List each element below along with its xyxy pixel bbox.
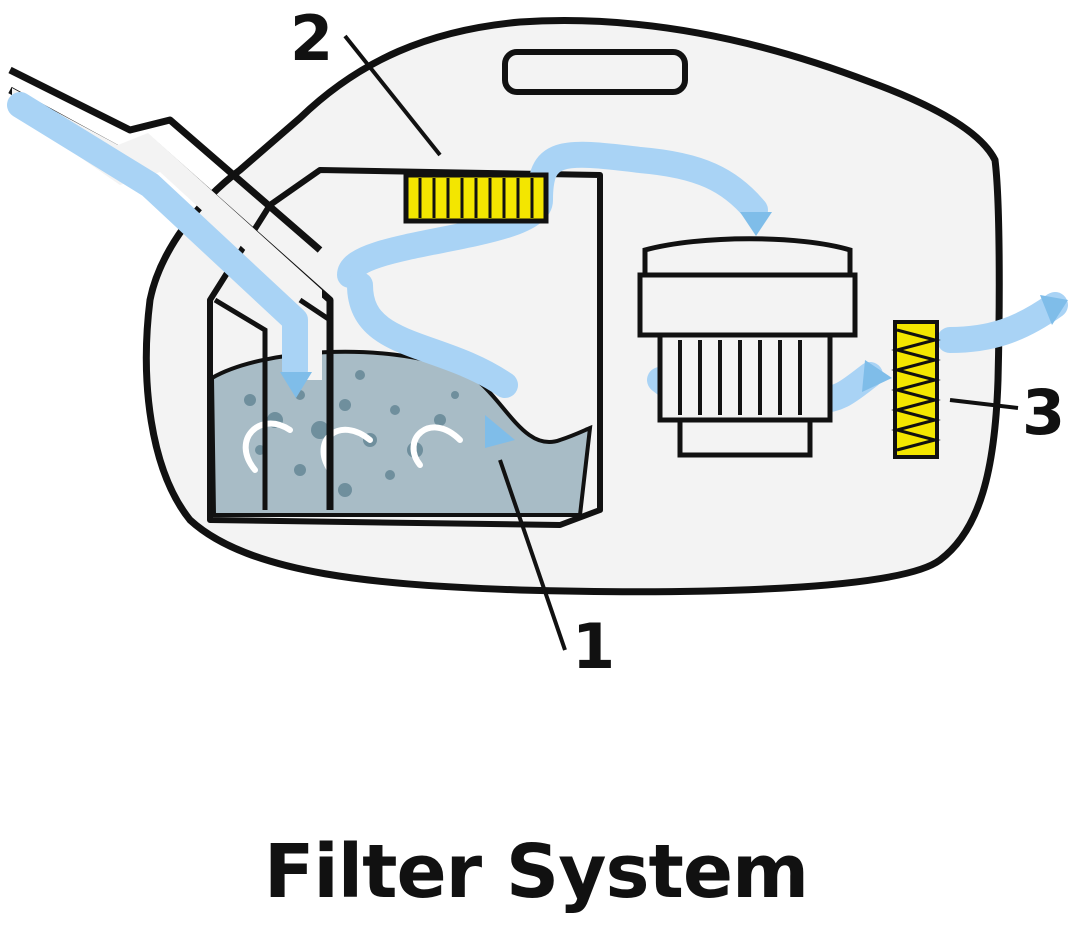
callout-2: 2 — [290, 2, 334, 75]
exhaust-filter — [891, 320, 941, 459]
leader-lines — [343, 34, 1019, 651]
callout-3: 3 — [1022, 376, 1066, 449]
inlet-tube — [213, 297, 333, 510]
cartridge-pleats — [678, 340, 802, 415]
handle-slot — [502, 49, 688, 95]
bubbles — [244, 370, 459, 497]
pre-filter — [403, 172, 549, 224]
cartridge-filter — [637, 236, 858, 458]
filter-system-diagram — [7, 17, 1068, 651]
diagram-title: Filter System — [263, 829, 809, 915]
callout-1: 1 — [572, 610, 616, 683]
